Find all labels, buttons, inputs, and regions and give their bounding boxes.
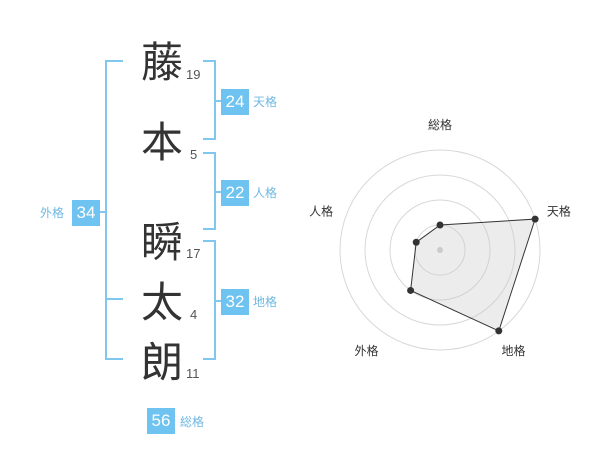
gaikaku-label: 外格 [40,206,65,220]
chikaku-label: 地格 [253,295,278,309]
stroke-count-5: 11 [186,366,200,381]
chikaku-value: 32 [221,289,249,315]
soukaku-label: 総格 [180,415,205,429]
radar-series-polygon [410,218,536,332]
jinkaku-label: 人格 [253,186,278,200]
radar-axis-label-2: 天格 [547,203,571,218]
radar-grid-ring-3 [364,174,516,326]
radar-axis-label-1: 総格 [428,117,452,132]
radar-axis-label-3: 地格 [501,343,525,358]
radar-grid-ring-2 [389,199,491,301]
stroke-count-3: 17 [186,246,201,261]
tenkaku-label: 天格 [253,95,278,109]
radar-point-5 [412,238,420,246]
gaikaku-value: 34 [72,200,100,226]
stroke-count-2: 5 [190,147,198,162]
name-char-4: 太 [141,278,184,327]
name-char-1: 藤 [141,38,184,87]
radar-axis-label-4: 外格 [354,343,378,358]
radar-point-1 [436,221,444,229]
radar-point-4 [407,286,415,294]
radar-grid-ring-4 [339,149,541,351]
name-char-2: 本 [141,118,184,167]
stroke-count-1: 19 [186,67,201,82]
radar-point-2 [531,215,539,223]
stroke-count-4: 4 [190,307,198,322]
radar-axis-label-5: 人格 [309,203,333,218]
name-char-3: 瞬 [141,218,184,267]
radar-center-dot [437,247,443,253]
jinkaku-value: 22 [221,180,249,206]
soukaku-value: 56 [147,408,175,434]
name-char-5: 朗 [141,338,184,387]
tenkaku-value: 24 [221,89,249,115]
radar-point-3 [495,327,503,335]
